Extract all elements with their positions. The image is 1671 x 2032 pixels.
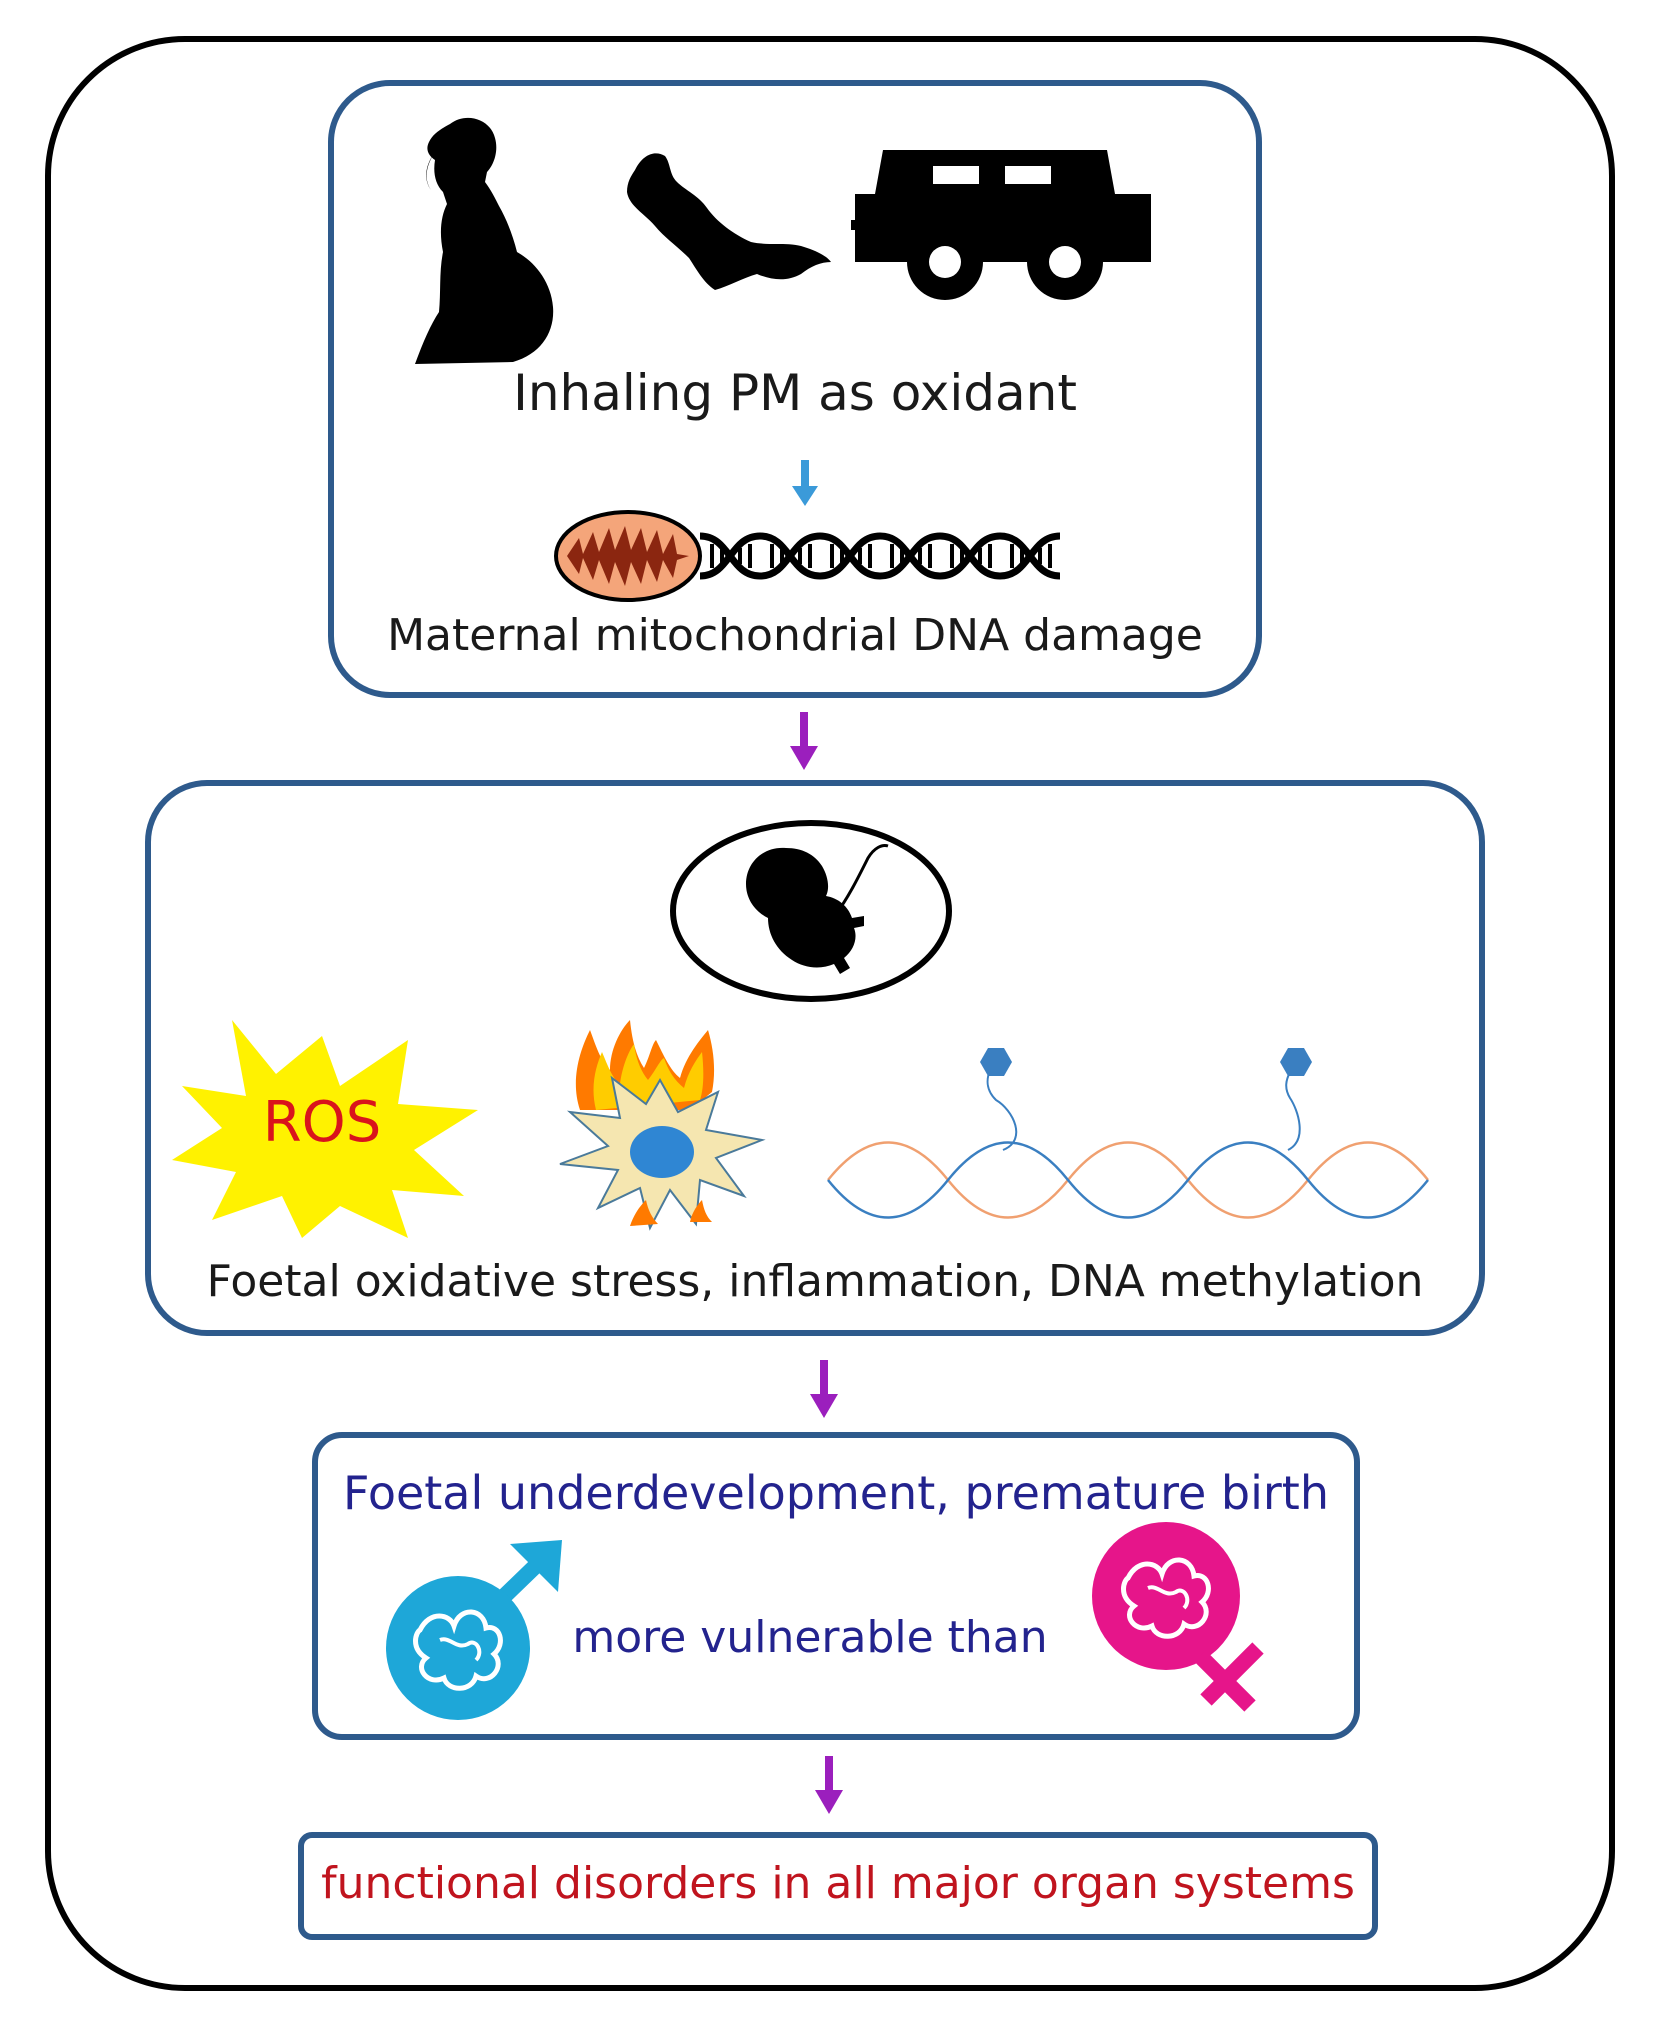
dna-helix-icon: [699, 532, 1061, 580]
car-icon: [851, 150, 1151, 300]
pregnant-woman-icon: [415, 117, 554, 364]
outcome-box: [298, 1832, 1378, 1940]
comparison-text: more vulnerable than: [572, 1612, 1048, 1663]
down-arrow-3: [815, 1756, 843, 1814]
foetus-icon: [670, 820, 952, 1002]
mitochondrion-icon: [554, 510, 702, 602]
smoke-plume-icon: [627, 153, 831, 290]
maternal-damage-caption: Maternal mitochondrial DNA damage: [387, 610, 1203, 661]
male-symbol-icon: [386, 1540, 562, 1720]
female-symbol-icon: [1092, 1522, 1264, 1712]
methylated-dna-icon: [827, 1048, 1429, 1219]
down-arrow-2: [810, 1360, 838, 1418]
small-down-arrow: [792, 460, 818, 506]
exposure-caption: Inhaling PM as oxidant: [513, 364, 1077, 422]
organ-disorders-caption: functional disorders in all major organ …: [321, 1858, 1355, 1909]
ros-burst-icon: [172, 1020, 478, 1238]
foetal-effects-caption: Foetal oxidative stress, inflammation, D…: [206, 1256, 1424, 1307]
ros-label: ROS: [262, 1090, 382, 1155]
birth-outcome-caption: Foetal underdevelopment, premature birth: [343, 1466, 1329, 1520]
down-arrow-1: [790, 712, 818, 770]
inflamed-cell-icon: [559, 1020, 766, 1231]
